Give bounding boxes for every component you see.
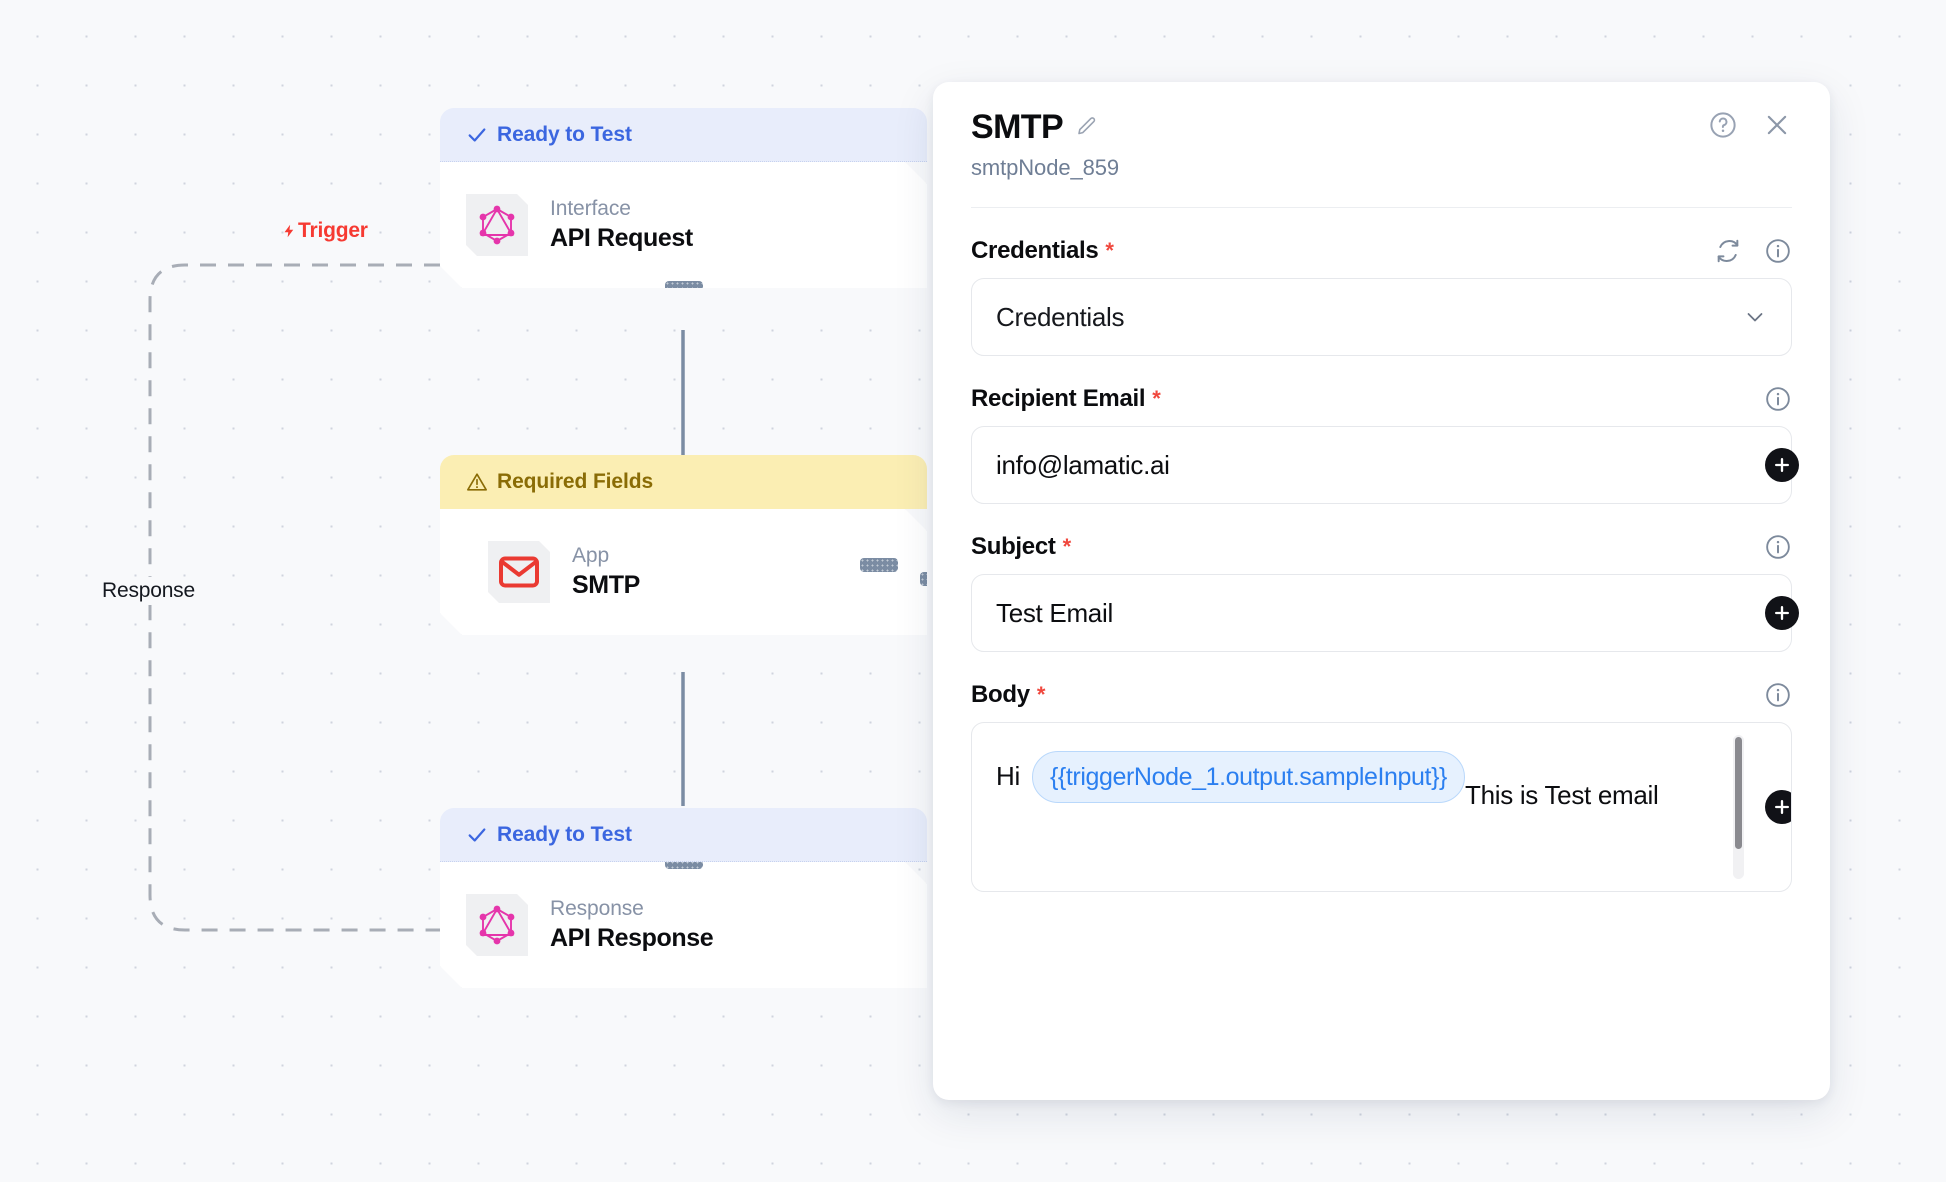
node-card-smtp[interactable]: App SMTP <box>440 509 927 635</box>
info-icon[interactable] <box>1764 681 1792 709</box>
variable-token[interactable]: {{triggerNode_1.output.sampleInput}} <box>1031 751 1465 804</box>
panel-divider <box>971 207 1792 208</box>
panel-header: SMTP <box>933 82 1830 208</box>
node-status-badge-ready: Ready to Test <box>440 808 927 862</box>
check-icon <box>466 124 488 146</box>
node-card-api-response[interactable]: Response API Response <box>440 862 927 988</box>
node-kind-label: Response <box>550 897 644 920</box>
add-icon[interactable] <box>1765 790 1791 824</box>
subject-input[interactable]: Test Email <box>971 574 1799 652</box>
required-asterisk: * <box>1036 682 1046 707</box>
required-asterisk: * <box>1105 238 1114 263</box>
node-kind-label: Interface <box>550 197 631 220</box>
info-icon[interactable] <box>1764 533 1792 561</box>
body-text-prefix: Hi <box>996 761 1020 792</box>
graphql-icon <box>466 194 528 256</box>
credentials-select[interactable]: Credentials <box>971 278 1792 356</box>
page-title: SMTP <box>971 108 1064 146</box>
field-subject: Subject * Test Email <box>971 532 1799 652</box>
field-label: Subject <box>971 533 1056 560</box>
close-icon[interactable] <box>1762 110 1792 140</box>
add-icon[interactable] <box>1765 596 1799 630</box>
node-smtp[interactable]: Required Fields App SMTP <box>440 455 927 635</box>
edge-label-trigger-text: Trigger <box>298 219 368 242</box>
edge-label-response: Response <box>97 577 200 605</box>
pencil-icon[interactable] <box>1075 114 1099 138</box>
chevron-down-icon <box>1743 305 1767 329</box>
node-handle-target[interactable] <box>860 558 898 572</box>
envelope-icon <box>488 541 550 603</box>
field-recipient-email: Recipient Email * info@lamatic.ai <box>971 384 1799 504</box>
add-icon[interactable] <box>1765 448 1799 482</box>
edge-label-trigger: Trigger <box>282 219 368 243</box>
graphql-icon <box>466 894 528 956</box>
refresh-icon[interactable] <box>1714 237 1742 265</box>
node-id-label: smtpNode_859 <box>971 155 1120 180</box>
node-api-response[interactable]: Ready to Test Response API <box>440 808 927 988</box>
body-scrollbar-thumb[interactable] <box>1735 737 1742 849</box>
node-card-api-request[interactable]: Interface API Request <box>440 162 927 288</box>
lightning-bolt-icon <box>282 221 297 241</box>
credentials-select-value: Credentials <box>996 301 1125 332</box>
field-label: Body <box>971 681 1030 708</box>
node-status-badge-label: Ready to Test <box>497 122 632 146</box>
body-textarea[interactable]: Hi {{triggerNode_1.output.sampleInput}} … <box>971 722 1792 892</box>
info-icon[interactable] <box>1764 237 1792 265</box>
node-status-badge-ready: Ready to Test <box>440 108 927 162</box>
node-status-badge-label: Ready to Test <box>497 822 632 846</box>
field-credentials: Credentials * <box>971 236 1792 356</box>
info-icon[interactable] <box>1764 385 1792 413</box>
required-asterisk: * <box>1062 534 1072 559</box>
node-kind-label: App <box>572 544 610 567</box>
subject-value: Test Email <box>996 597 1113 628</box>
body-scrollbar[interactable] <box>1733 735 1744 879</box>
required-asterisk: * <box>1152 386 1161 411</box>
node-properties-panel[interactable]: SMTP <box>933 82 1830 1100</box>
body-line-1: Hi {{triggerNode_1.output.sampleInput}} <box>996 751 1465 804</box>
node-status-badge-label: Required Fields <box>497 470 654 493</box>
field-label: Credentials <box>971 237 1099 264</box>
node-title-label: API Request <box>550 224 693 252</box>
help-circle-icon[interactable] <box>1708 110 1738 140</box>
node-title-label: API Response <box>550 924 714 952</box>
recipient-email-value: info@lamatic.ai <box>996 449 1170 480</box>
warning-triangle-icon <box>466 471 488 493</box>
recipient-email-input[interactable]: info@lamatic.ai <box>971 426 1799 504</box>
panel-form: Credentials * <box>933 236 1830 892</box>
node-handle-source[interactable] <box>665 281 703 295</box>
check-icon <box>466 824 488 846</box>
node-api-request[interactable]: Ready to Test Interface AP <box>440 108 927 288</box>
field-label: Recipient Email <box>971 385 1146 412</box>
node-title-label: SMTP <box>572 571 640 599</box>
field-body: Body * Hi <box>971 680 1792 892</box>
node-status-badge-warning: Required Fields <box>440 455 927 509</box>
body-line-2: This is Test email <box>1464 780 1659 810</box>
